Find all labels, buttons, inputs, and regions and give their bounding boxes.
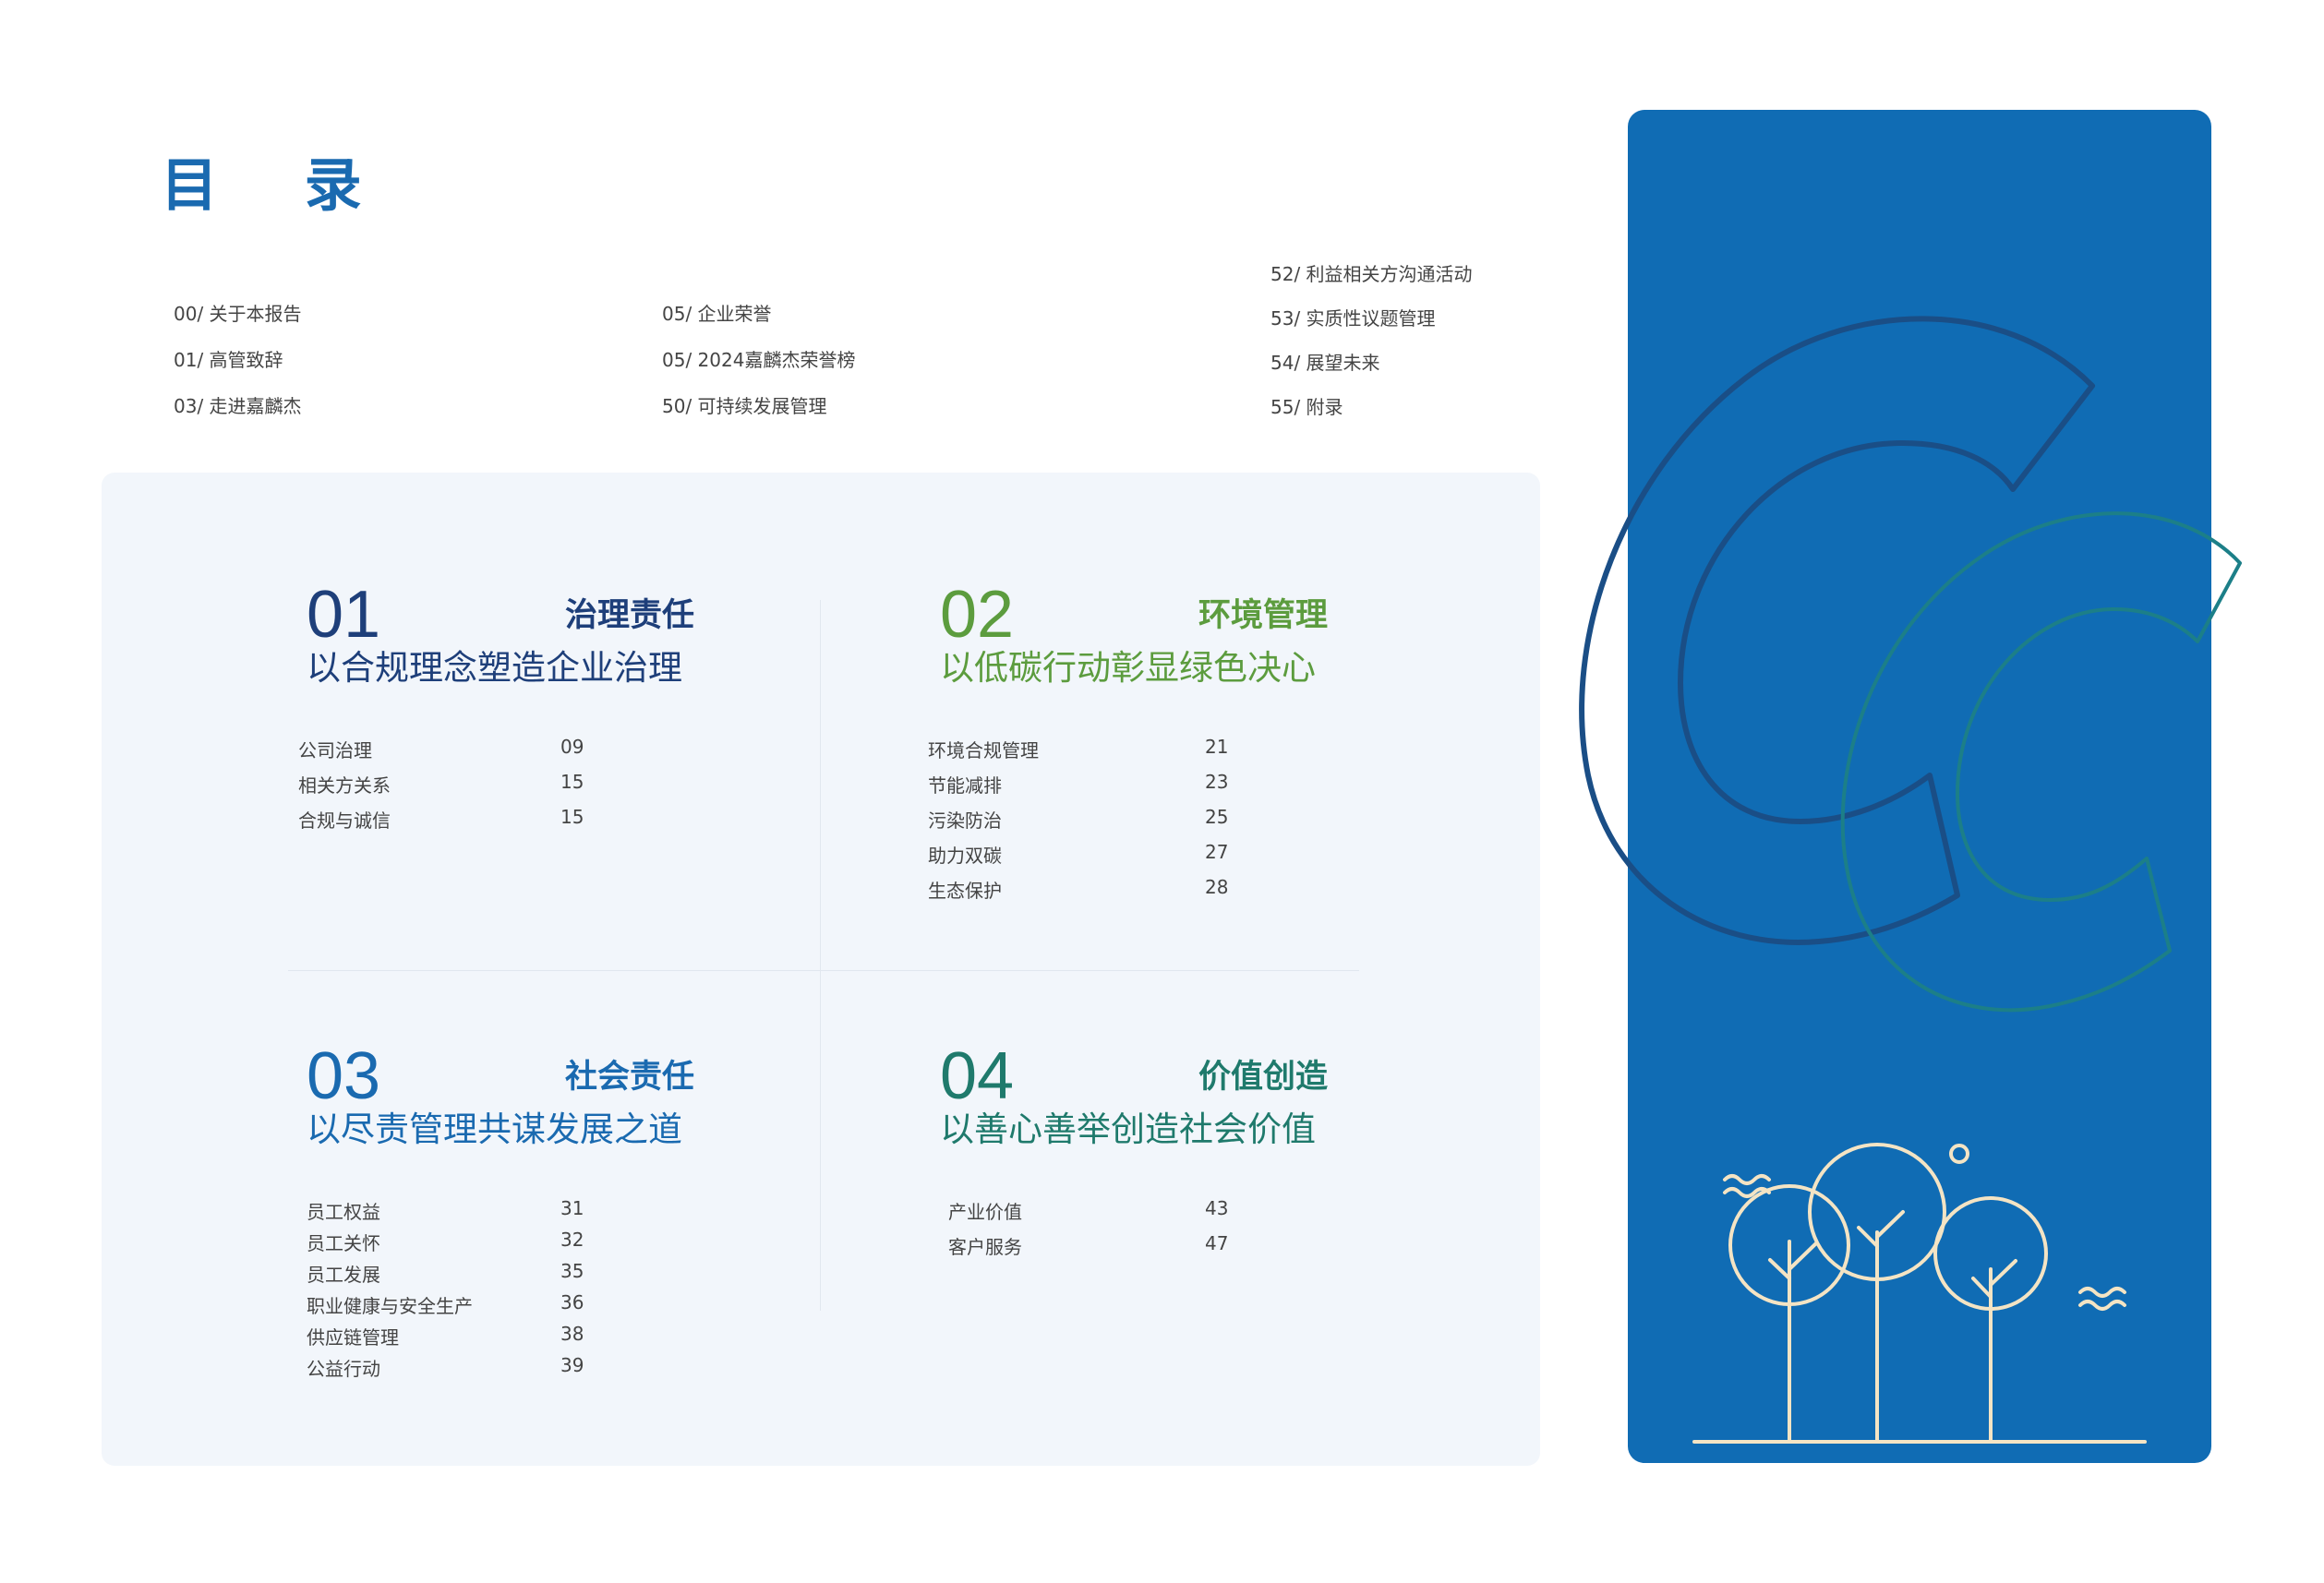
chapter-number: 02 — [940, 578, 1015, 652]
trees-illustration-icon — [1692, 1143, 2147, 1444]
page-title: 目 录 — [161, 151, 395, 219]
list-item[interactable]: 供应链管理 38 — [307, 1323, 602, 1349]
toc-link[interactable]: 05/ 企业荣誉 — [662, 303, 772, 325]
chapter-name[interactable]: 治理责任 — [564, 597, 694, 634]
entry-label: 公益行动 — [307, 1358, 380, 1380]
toc-link[interactable]: 50/ 可持续发展管理 — [662, 395, 827, 417]
entry-page: 21 — [1205, 736, 1229, 758]
chapters-panel — [102, 473, 1540, 1466]
divider-vertical — [820, 600, 821, 1311]
chapter-slogan: 以低碳行动彰显绿色决心 — [940, 648, 1316, 688]
list-item[interactable]: 员工发展 35 — [307, 1260, 602, 1287]
toc-link[interactable]: 01/ 高管致辞 — [174, 349, 283, 371]
toc-link[interactable]: 55/ 附录 — [1270, 396, 1343, 418]
list-item[interactable]: 合规与诚信 15 — [298, 806, 594, 833]
toc-link[interactable]: 03/ 走进嘉麟杰 — [174, 395, 302, 417]
entry-page: 31 — [560, 1197, 584, 1219]
entry-label: 助力双碳 — [928, 845, 1002, 867]
list-item[interactable]: 助力双碳 27 — [928, 841, 1228, 868]
chapter-name[interactable]: 环境管理 — [1198, 597, 1328, 634]
list-item[interactable]: 公司治理 09 — [298, 736, 594, 762]
entry-label: 职业健康与安全生产 — [307, 1295, 473, 1317]
toc-link[interactable]: 53/ 实质性议题管理 — [1270, 307, 1436, 330]
chapter-slogan: 以尽责管理共谋发展之道 — [307, 1109, 682, 1149]
list-item[interactable]: 污染防治 25 — [928, 806, 1228, 833]
entry-page: 27 — [1205, 841, 1229, 863]
entry-label: 污染防治 — [928, 809, 1002, 832]
chapter-slogan: 以合规理念塑造企业治理 — [307, 648, 682, 688]
list-item[interactable]: 员工关怀 32 — [307, 1229, 602, 1255]
list-item[interactable]: 客户服务 47 — [948, 1232, 1244, 1259]
entry-label: 产业价值 — [948, 1201, 1022, 1223]
list-item[interactable]: 节能减排 23 — [928, 771, 1228, 797]
chapter-name[interactable]: 社会责任 — [564, 1059, 694, 1096]
entry-page: 38 — [560, 1323, 584, 1345]
toc-link[interactable]: 00/ 关于本报告 — [174, 303, 302, 325]
entry-label: 员工关怀 — [307, 1232, 380, 1254]
entry-label: 环境合规管理 — [928, 739, 1039, 762]
entry-page: 25 — [1205, 806, 1229, 828]
entry-label: 公司治理 — [298, 739, 372, 762]
entry-page: 15 — [560, 771, 584, 793]
entry-page: 47 — [1205, 1232, 1229, 1254]
letter-c-outline-icon — [1579, 316, 2242, 1013]
chapter-number: 03 — [307, 1039, 381, 1113]
entry-label: 供应链管理 — [307, 1326, 399, 1349]
entry-page: 43 — [1205, 1197, 1229, 1219]
decorative-blue-panel — [1628, 110, 2211, 1463]
entry-label: 客户服务 — [948, 1236, 1022, 1258]
divider-horizontal — [288, 970, 1359, 971]
entry-page: 36 — [560, 1291, 584, 1313]
entry-page: 23 — [1205, 771, 1229, 793]
entry-page: 35 — [560, 1260, 584, 1282]
entry-page: 28 — [1205, 876, 1229, 898]
list-item[interactable]: 员工权益 31 — [307, 1197, 602, 1224]
list-item[interactable]: 生态保护 28 — [928, 876, 1228, 903]
entry-page: 09 — [560, 736, 584, 758]
toc-link[interactable]: 05/ 2024嘉麟杰荣誉榜 — [662, 349, 856, 371]
entry-label: 节能减排 — [928, 774, 1002, 797]
chapter-number: 04 — [940, 1039, 1015, 1113]
list-item[interactable]: 职业健康与安全生产 36 — [307, 1291, 602, 1318]
entry-label: 生态保护 — [928, 880, 1002, 902]
entry-page: 15 — [560, 806, 584, 828]
entry-page: 32 — [560, 1229, 584, 1251]
chapter-number: 01 — [307, 578, 381, 652]
entry-label: 合规与诚信 — [298, 809, 391, 832]
list-item[interactable]: 相关方关系 15 — [298, 771, 594, 797]
toc-link[interactable]: 54/ 展望未来 — [1270, 352, 1380, 374]
toc-link[interactable]: 52/ 利益相关方沟通活动 — [1270, 263, 1473, 285]
chapter-slogan: 以善心善举创造社会价值 — [940, 1109, 1316, 1149]
entry-label: 员工发展 — [307, 1264, 380, 1286]
entry-page: 39 — [560, 1354, 584, 1376]
list-item[interactable]: 环境合规管理 21 — [928, 736, 1228, 762]
list-item[interactable]: 公益行动 39 — [307, 1354, 602, 1381]
chapter-name[interactable]: 价值创造 — [1198, 1059, 1328, 1096]
entry-label: 相关方关系 — [298, 774, 391, 797]
entry-label: 员工权益 — [307, 1201, 380, 1223]
list-item[interactable]: 产业价值 43 — [948, 1197, 1244, 1224]
